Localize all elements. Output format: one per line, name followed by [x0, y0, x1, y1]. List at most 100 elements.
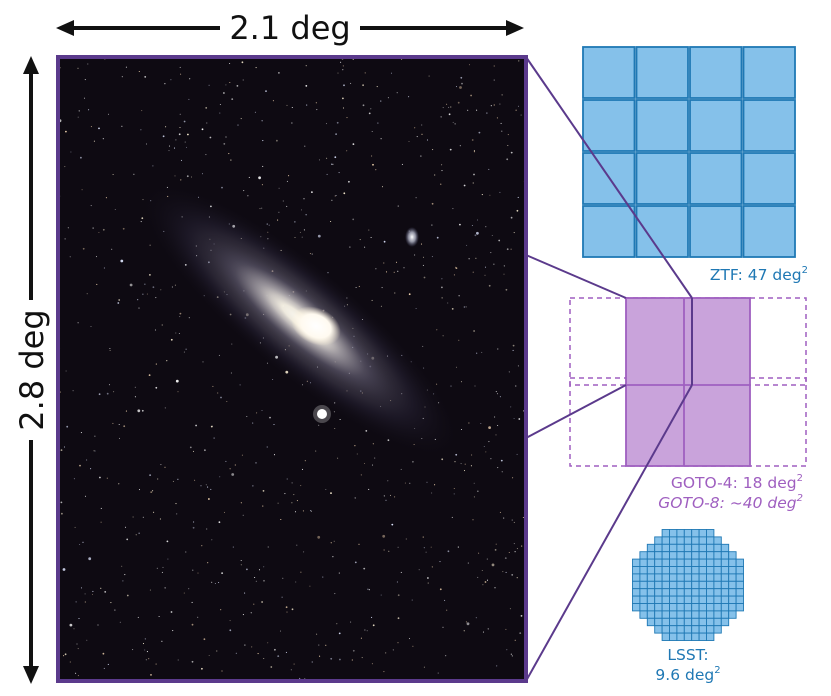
star — [507, 134, 509, 136]
star — [144, 76, 147, 78]
star — [498, 239, 501, 242]
star — [506, 649, 508, 651]
star — [75, 672, 77, 674]
star — [491, 563, 495, 567]
star — [359, 239, 361, 241]
star — [286, 205, 288, 207]
star — [430, 546, 432, 548]
star — [304, 460, 306, 462]
star — [322, 576, 324, 578]
star — [392, 649, 394, 651]
star — [415, 307, 417, 310]
star — [336, 121, 339, 124]
star — [405, 538, 407, 540]
star — [300, 485, 302, 487]
lsst-ccd-tile — [691, 632, 700, 641]
star — [330, 657, 333, 660]
star — [501, 130, 503, 132]
star — [104, 591, 107, 593]
star — [477, 576, 479, 578]
star — [279, 630, 282, 632]
star — [495, 434, 497, 436]
lsst-ccd-tile — [728, 551, 737, 560]
star — [441, 286, 443, 289]
star — [164, 407, 166, 409]
star — [267, 546, 269, 548]
star — [212, 385, 214, 387]
star — [74, 526, 76, 528]
star — [471, 224, 473, 227]
star — [332, 163, 334, 165]
star — [309, 253, 311, 255]
star — [240, 564, 242, 566]
star — [431, 202, 434, 205]
star — [326, 173, 328, 175]
star — [223, 92, 225, 94]
lsst-ccd-tile — [676, 573, 685, 582]
star — [442, 626, 444, 628]
lsst-ccd-tile — [639, 573, 648, 582]
ztf-ccd-tile — [582, 46, 636, 99]
lsst-ccd-tile — [706, 543, 715, 553]
star — [185, 146, 188, 148]
ztf-ccd-tile — [635, 99, 689, 152]
star — [140, 221, 142, 223]
star — [88, 109, 90, 111]
star — [161, 571, 163, 573]
star — [255, 580, 257, 582]
star — [476, 231, 479, 235]
star — [366, 630, 368, 632]
star — [124, 574, 126, 576]
ztf-ccd-tile — [582, 152, 636, 205]
lsst-ccd-tile — [661, 580, 670, 590]
star — [269, 416, 271, 419]
lsst-ccd-tile — [728, 588, 737, 597]
star — [397, 594, 400, 597]
star — [121, 76, 123, 78]
star — [516, 209, 519, 212]
star — [191, 660, 194, 663]
star — [246, 415, 248, 418]
star — [311, 191, 313, 194]
star — [154, 329, 157, 331]
star — [455, 366, 458, 368]
star — [337, 72, 339, 74]
star — [317, 234, 321, 238]
lsst-ccd-tile — [669, 595, 678, 604]
ztf-ccd-tile — [582, 205, 636, 258]
star — [188, 588, 190, 590]
star — [459, 86, 462, 89]
star — [145, 143, 148, 145]
star — [162, 566, 164, 568]
lsst-ccd-tile — [676, 551, 685, 560]
star — [255, 67, 257, 69]
star — [463, 470, 466, 472]
star — [514, 639, 516, 641]
lsst-ccd-tile — [691, 617, 700, 627]
star — [476, 109, 478, 111]
star — [383, 495, 385, 497]
star — [512, 349, 514, 351]
lsst-ccd-tile — [661, 543, 670, 553]
star — [114, 609, 116, 611]
star — [145, 659, 147, 661]
star — [408, 140, 410, 143]
star — [67, 227, 69, 229]
lsst-ccd-tile — [669, 566, 678, 575]
width-dimension-arrow: 2.1 deg — [56, 9, 524, 47]
star — [192, 450, 195, 452]
star — [418, 569, 420, 571]
lsst-ccd-tile — [706, 632, 715, 641]
star — [391, 523, 394, 526]
star — [397, 270, 399, 272]
star — [240, 502, 242, 504]
star — [121, 565, 123, 567]
star — [426, 139, 429, 141]
star — [73, 628, 75, 630]
star — [393, 271, 395, 273]
star — [334, 156, 337, 159]
lsst-ccd-tile — [676, 595, 685, 604]
star — [250, 612, 252, 614]
star — [64, 653, 67, 656]
star — [194, 479, 196, 481]
